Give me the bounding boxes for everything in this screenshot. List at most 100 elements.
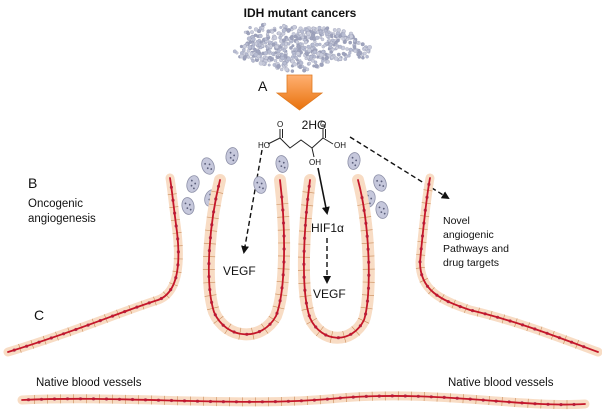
tumor-cell	[276, 49, 281, 53]
floating-particle	[275, 155, 289, 173]
tumor-cell	[296, 44, 301, 49]
panel-label-a: A	[258, 78, 268, 94]
tumor-cell	[299, 42, 303, 46]
tumor-cell	[291, 32, 296, 37]
tumor-cell	[338, 56, 343, 61]
tumor-cell	[336, 52, 341, 57]
novel-label-line1: Novel	[443, 215, 470, 227]
tumor-cell	[256, 54, 261, 59]
tumor-cell	[324, 32, 329, 36]
tumor-cell	[267, 55, 272, 60]
tumor-cell	[246, 36, 252, 41]
factor-label-vegf-right: VEGF	[313, 287, 346, 301]
metabolite-label-2hg: 2HG	[302, 118, 327, 132]
tumor-cell	[295, 51, 301, 56]
stage-label-line2: angiogenesis	[28, 213, 96, 225]
floating-particle	[375, 201, 389, 219]
tumor-cell	[321, 49, 326, 54]
tumor-cell	[284, 67, 289, 72]
2hg-molecule-structure	[267, 129, 334, 158]
tumor-cell	[266, 36, 270, 40]
factor-label-vegf-left: VEGF	[223, 264, 256, 278]
vessel-left-sprout	[3, 173, 183, 357]
vessel-loop-right	[297, 174, 375, 344]
molecule-label-ho: HO	[258, 141, 270, 150]
tumor-cell	[293, 34, 298, 39]
tumor-cell	[312, 31, 316, 35]
floating-particle	[186, 175, 200, 193]
factor-label-hif1a: HIF1α	[311, 221, 344, 235]
tumor-cell	[367, 45, 372, 50]
tumor-cell	[353, 39, 356, 43]
tumor-cell	[331, 48, 335, 52]
tumor-cell	[286, 28, 291, 33]
tumor-cell	[243, 55, 247, 60]
tumor-cell	[245, 52, 249, 56]
tumor-cell	[301, 35, 305, 40]
tumor-cell	[281, 28, 287, 33]
tumor-cell	[348, 47, 353, 52]
tumor-cell	[280, 67, 284, 72]
tumor-cell	[296, 58, 300, 62]
tumor-cell	[334, 40, 338, 45]
tumor-cell	[246, 49, 251, 53]
tumor-cell	[271, 42, 276, 47]
tumor-cell	[239, 44, 244, 49]
tumor-cell	[251, 58, 255, 63]
tumor-cell	[318, 52, 324, 58]
blood-vessels	[3, 173, 602, 410]
tumor-cell	[276, 64, 281, 69]
tumor-cell	[241, 48, 246, 52]
tumor-cell	[327, 47, 331, 51]
tumor-cell	[361, 55, 365, 60]
tumor-cell	[272, 63, 277, 67]
tumor-cell	[247, 45, 252, 50]
tumor-cell	[324, 55, 329, 61]
tumor-cell	[281, 42, 286, 46]
tumor-cell	[348, 51, 352, 55]
tumor-cell	[278, 35, 282, 40]
tumor-cell	[335, 45, 339, 50]
native-vessels-label-right: Native blood vessels	[448, 377, 554, 389]
tumor-cell	[338, 34, 342, 38]
tumor-cell	[306, 44, 311, 49]
tumor-cell	[349, 34, 354, 39]
floating-particle	[347, 152, 361, 170]
tumor-cell	[330, 33, 333, 37]
tumor-cell	[242, 44, 247, 49]
tumor-cell	[305, 67, 310, 72]
tumor-cell	[253, 27, 259, 32]
tumor-cell	[289, 36, 294, 41]
tumor-cell	[259, 57, 264, 62]
tumor-cell	[266, 46, 269, 50]
tumor-cell	[341, 29, 346, 34]
tumor-cell	[362, 51, 367, 56]
tumor-cell	[310, 42, 315, 47]
tumor-cell	[325, 41, 329, 46]
tumor-cell	[295, 40, 300, 44]
native-vessel-bottom	[17, 391, 590, 410]
floating-particle	[181, 197, 195, 215]
tumor-cell	[263, 22, 267, 26]
tumor-cell	[273, 58, 278, 63]
tumor-cell	[243, 30, 247, 34]
tumor-cell	[289, 46, 293, 50]
tumor-cell	[290, 28, 294, 32]
novel-label-line2: angiogenic	[443, 229, 494, 241]
tumor-cell	[331, 38, 335, 42]
tumor-cell	[341, 32, 346, 37]
tumor-cell	[313, 60, 318, 65]
title-idh-mutant-cancers: IDH mutant cancers	[244, 6, 357, 20]
tumor-cell	[341, 37, 346, 41]
tumor-cell	[279, 26, 283, 29]
tumor-cell	[280, 46, 284, 51]
tumor-cell	[335, 34, 339, 38]
vessel-loop-left	[202, 174, 291, 341]
floating-particle	[225, 147, 239, 165]
tumor-cell	[263, 51, 268, 56]
solid-arrow-to-hif1a	[317, 167, 330, 215]
tumor-cell	[307, 48, 312, 53]
novel-label-line4: drug targets	[443, 257, 499, 269]
tumor-cell	[301, 46, 305, 50]
